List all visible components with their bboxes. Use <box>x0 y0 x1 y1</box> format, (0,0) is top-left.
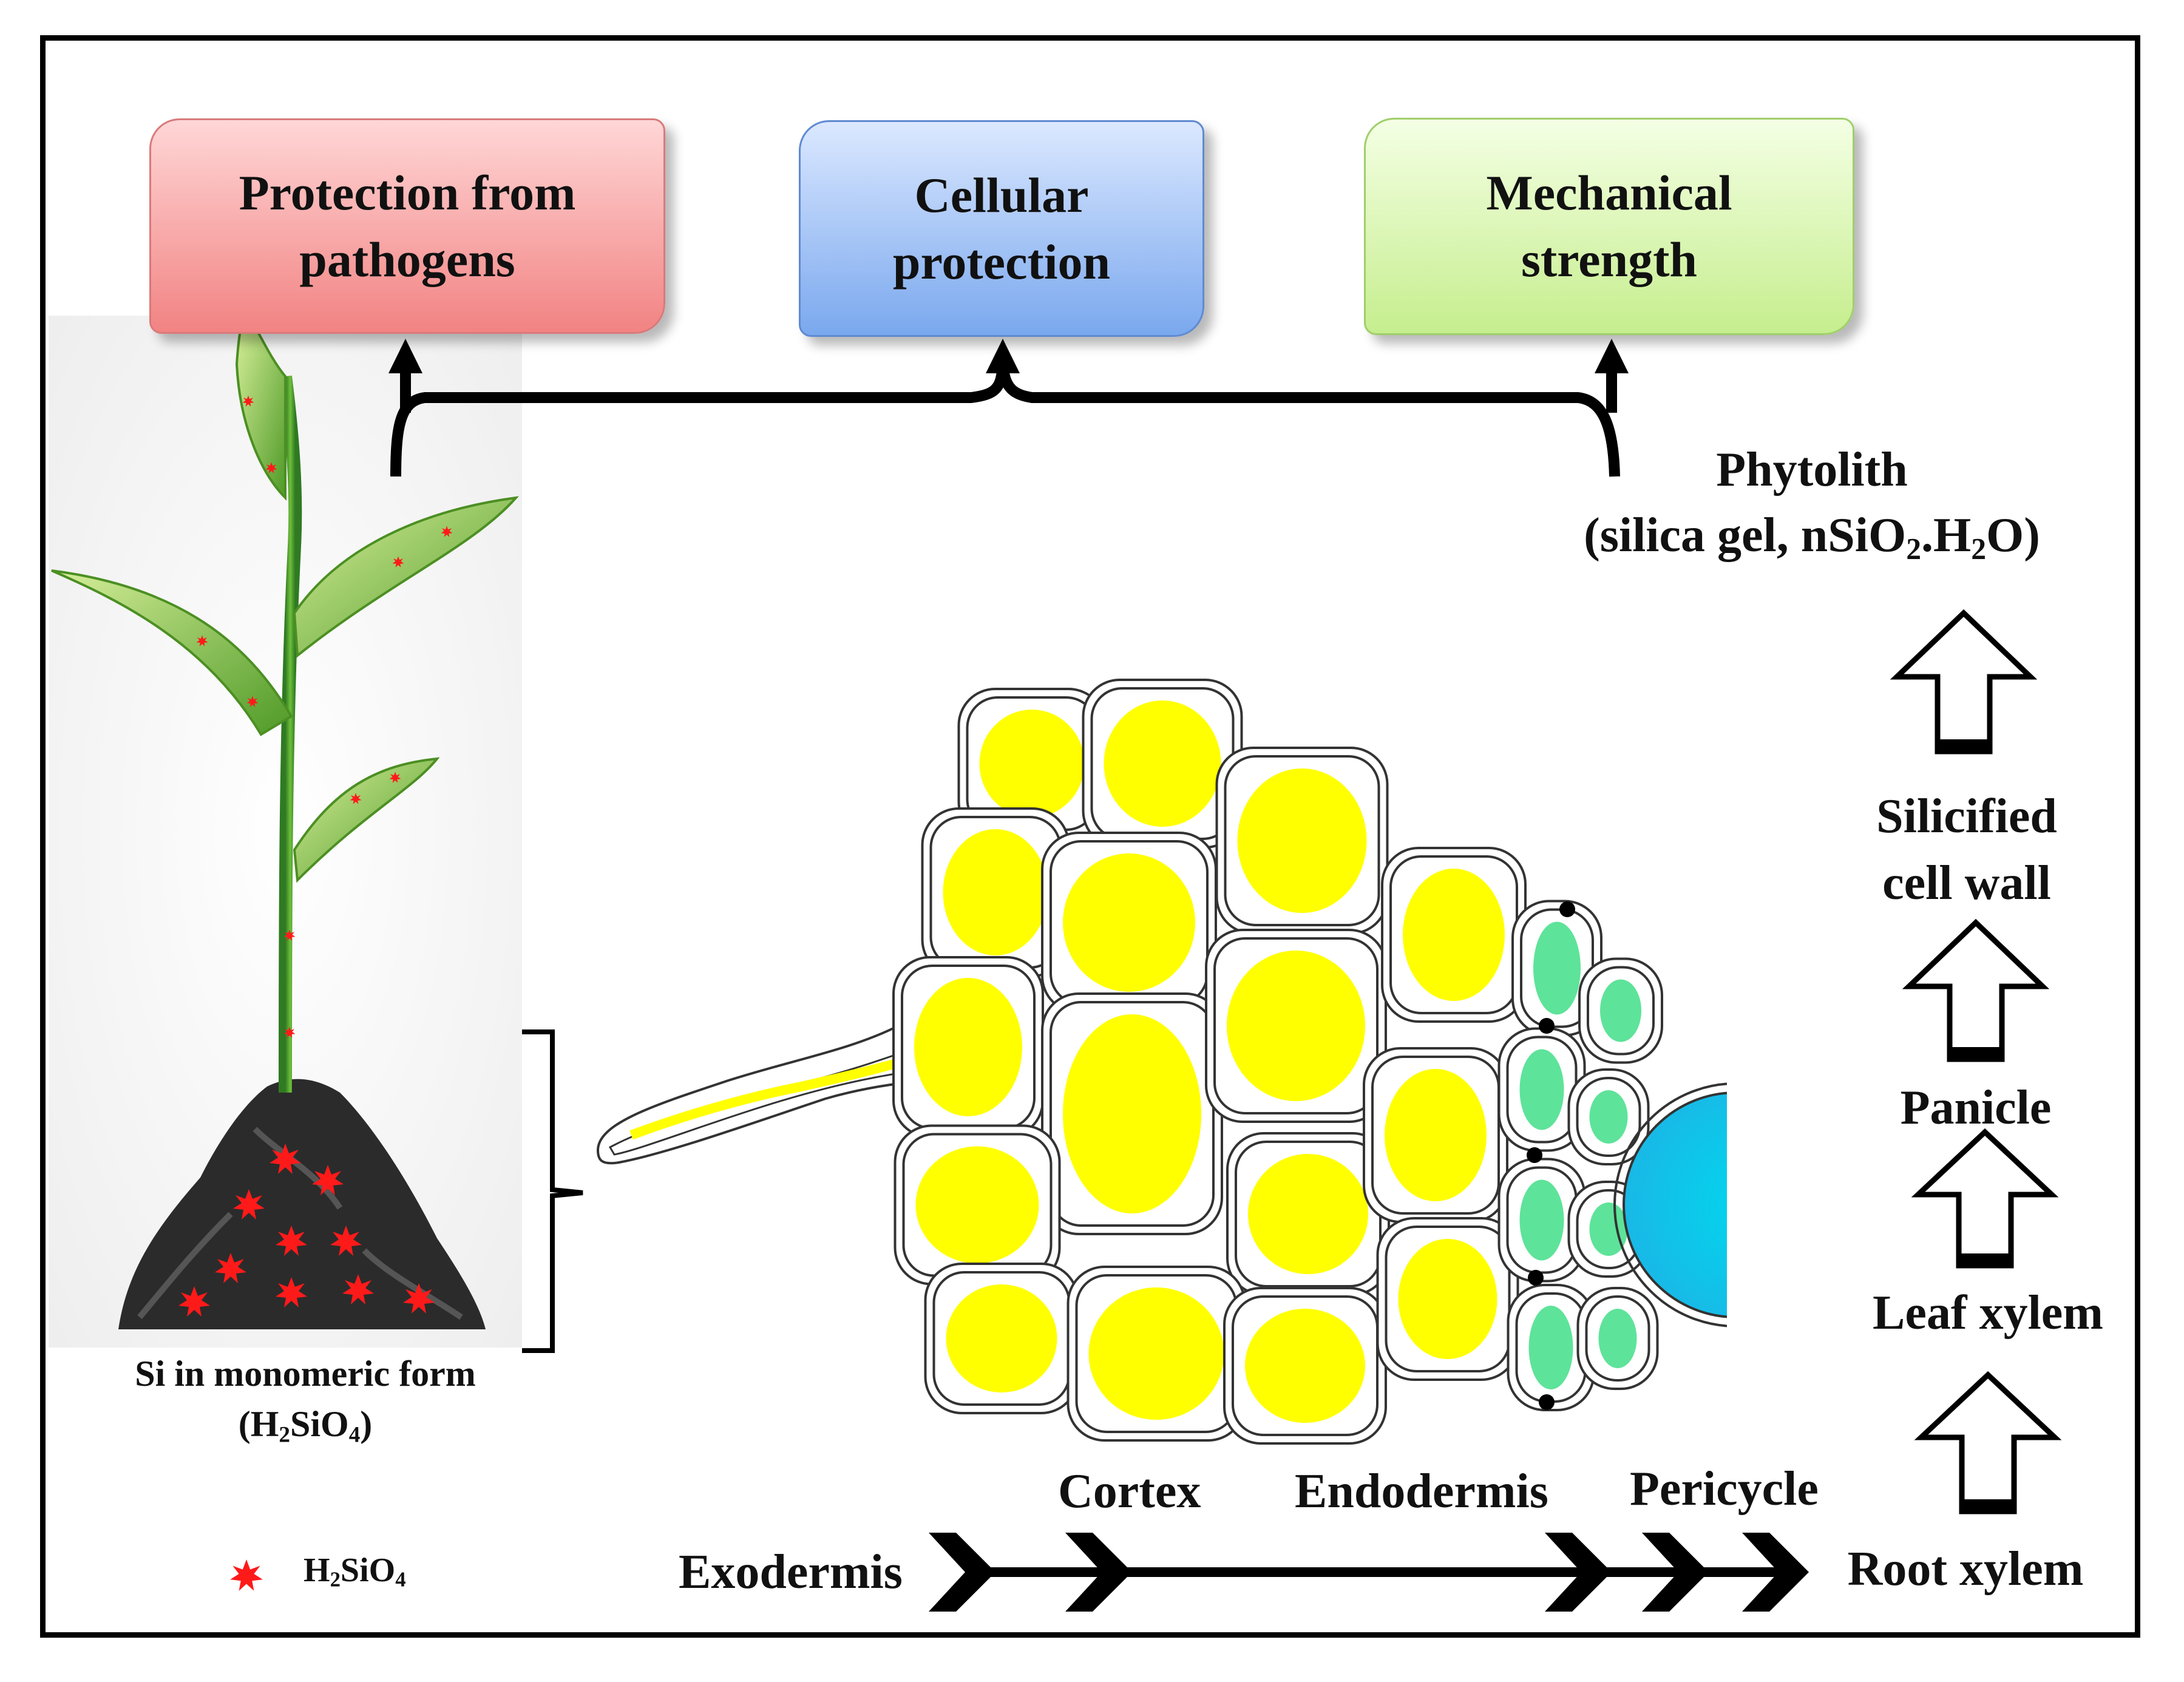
silicified-line2: cell wall <box>1882 856 2051 911</box>
cell-content <box>1403 869 1505 1001</box>
pathway-arrow-bases <box>1938 739 2014 1511</box>
pathway-up-arrows <box>1890 609 2062 1514</box>
cell-content <box>1063 853 1195 992</box>
root-xylem-label: Root xylem <box>1847 1542 2084 1596</box>
cell-content <box>1063 1014 1201 1213</box>
silicified-line1: Silicified <box>1876 790 2057 843</box>
cell-content <box>943 829 1048 955</box>
cell-content <box>1248 1154 1368 1274</box>
cell-content <box>1589 1202 1628 1256</box>
cell-content <box>1088 1287 1224 1420</box>
box-cellular-protection: Cellular protection <box>799 120 1204 337</box>
silicified-cell-wall-label: Silicified cell wall <box>1876 783 2057 917</box>
cell-content <box>1598 1309 1637 1368</box>
cell-content <box>1528 1306 1573 1389</box>
soil-caption-formula: (H2SiO4) <box>238 1403 373 1448</box>
box-mechanical-label: Mechanical strength <box>1486 165 1732 287</box>
cell-content <box>1519 1179 1564 1261</box>
cell-content <box>1600 979 1641 1042</box>
figure-frame <box>40 35 2140 1638</box>
cortex-label: Cortex <box>1058 1465 1201 1518</box>
phytolith-title: Phytolith <box>1716 443 1908 497</box>
box-pathogens-label: Protection from pathogens <box>239 164 576 287</box>
panicle-label: Panicle <box>1900 1081 2052 1134</box>
cell-content <box>1589 1090 1628 1144</box>
cell-content <box>1237 768 1367 913</box>
cell-content <box>1104 700 1221 827</box>
bracket <box>522 1029 583 1353</box>
benefit-arrowheads <box>388 339 1629 373</box>
cell-content <box>914 978 1022 1116</box>
cell-content <box>1398 1239 1497 1359</box>
cell-content <box>946 1284 1057 1392</box>
root-cross-section <box>596 679 1727 1445</box>
casparian-strip <box>1527 901 1575 1410</box>
cell-content <box>1227 951 1365 1101</box>
pericycle-label: Pericycle <box>1630 1462 1819 1516</box>
soil-caption-line1: Si in monomeric form <box>135 1354 476 1394</box>
tissue-flow-arrow <box>929 1533 1809 1612</box>
phytolith-label: Phytolith (silica gel, nSiO2.H2O) <box>1584 437 2040 568</box>
box-cellular-label: Cellular protection <box>892 167 1111 290</box>
legend-star-icon <box>230 1559 263 1591</box>
cell-content <box>1245 1309 1365 1423</box>
cell-content <box>979 710 1085 818</box>
soil-caption: Si in monomeric form (H2SiO4) <box>135 1349 476 1450</box>
phytolith-formula: (silica gel, nSiO2.H2O) <box>1584 509 2040 566</box>
exodermis-label: Exodermis <box>679 1545 903 1599</box>
xylem-vessel <box>1623 1091 1727 1318</box>
legend-label: H2SiO4 <box>304 1551 406 1592</box>
cell-content <box>1385 1069 1487 1201</box>
leaf-xylem-label: Leaf xylem <box>1873 1286 2103 1340</box>
box-protection-from-pathogens: Protection from pathogens <box>149 118 665 334</box>
plant-illustration <box>49 316 522 1348</box>
box-mechanical-strength: Mechanical strength <box>1364 118 1854 335</box>
endodermis-label: Endodermis <box>1295 1465 1548 1518</box>
cell-content <box>1533 921 1581 1015</box>
cell-content <box>1519 1049 1564 1130</box>
cell-content <box>915 1146 1039 1264</box>
